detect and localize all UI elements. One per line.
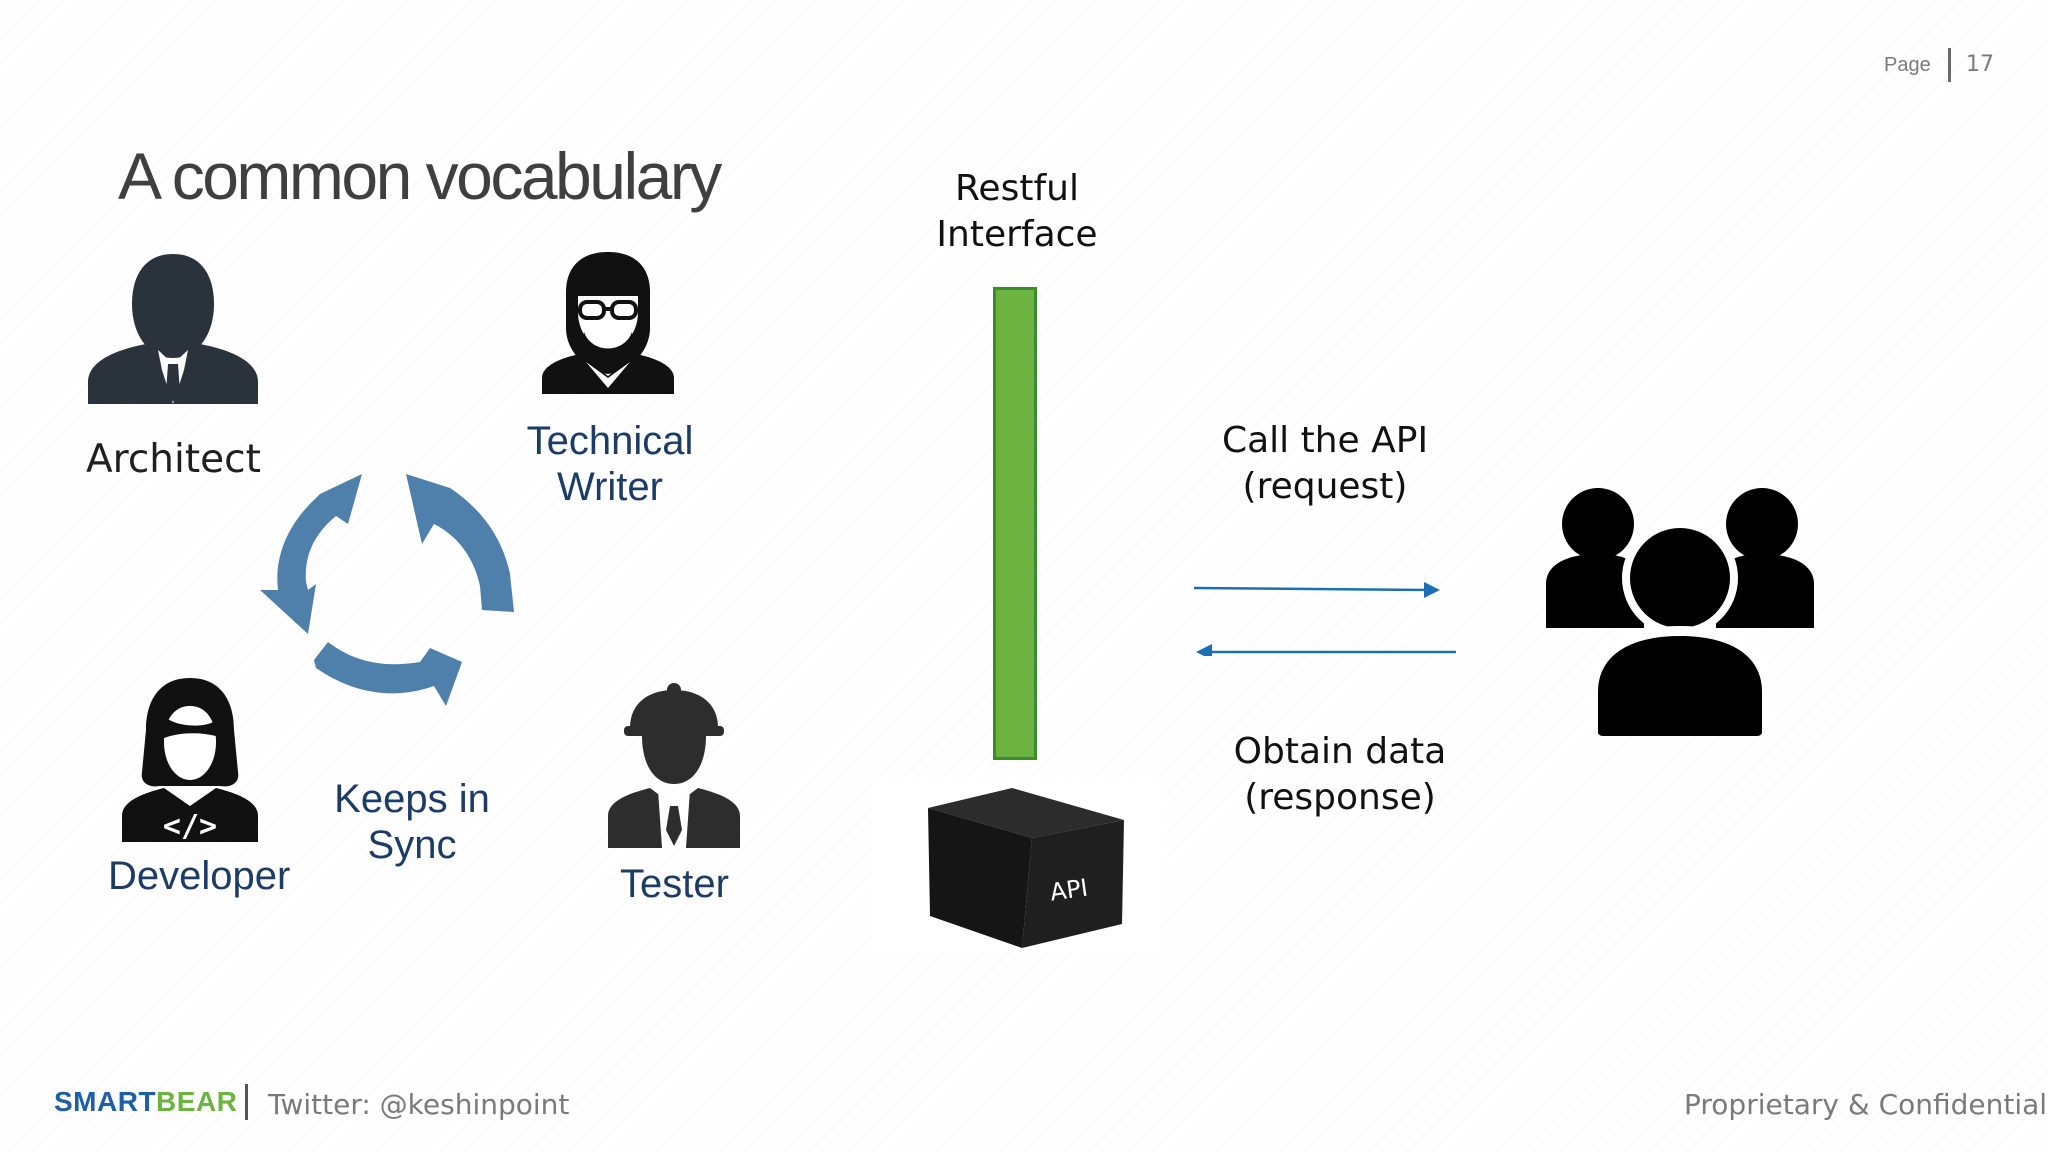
restful-interface-line2: Interface	[936, 214, 1098, 255]
developer-label: Developer	[108, 854, 291, 898]
brand-part1: SMART	[54, 1086, 157, 1117]
call-api-line1: Call the API	[1221, 420, 1429, 461]
restful-interface-line1: Restful	[955, 168, 1079, 209]
architect-icon	[88, 254, 258, 404]
obtain-data-line2: (response)	[1244, 777, 1436, 818]
api-box-icon: API	[872, 780, 1162, 952]
api-box-label: API	[1048, 874, 1089, 907]
tester-label: Tester	[620, 862, 729, 906]
flow-arrows	[1193, 582, 1456, 656]
request-arrow	[1193, 586, 1435, 592]
page-number: 17	[1966, 52, 1994, 77]
call-api-label: Call the API (request)	[1180, 418, 1470, 510]
request-arrow-head-icon	[1424, 582, 1440, 598]
keeps-in-sync-line1: Keeps in	[334, 777, 490, 821]
page-label: Page	[1884, 54, 1931, 76]
obtain-data-label: Obtain data (response)	[1190, 729, 1490, 821]
keeps-in-sync-line2: Sync	[367, 823, 457, 867]
svg-text:</>: </>	[163, 809, 217, 842]
obtain-data-line1: Obtain data	[1233, 731, 1447, 772]
technical-writer-label-line1: Technical	[526, 419, 694, 463]
users-group-icon	[1546, 488, 1814, 736]
restful-interface-bar	[993, 287, 1037, 760]
technical-writer-label: Technical Writer	[520, 418, 700, 510]
technical-writer-label-line2: Writer	[557, 465, 663, 509]
tester-icon	[608, 683, 740, 848]
developer-icon: </>	[122, 678, 258, 842]
call-api-line2: (request)	[1242, 466, 1408, 507]
response-arrow-head-icon	[1196, 644, 1212, 656]
slide-title: A common vocabulary	[118, 139, 722, 213]
architect-label: Architect	[86, 437, 261, 482]
footer-confidential: Proprietary & Confidential	[1684, 1088, 2048, 1121]
keeps-in-sync-label: Keeps in Sync	[322, 776, 502, 868]
cycle-arrows-icon	[260, 474, 514, 706]
smartbear-logo: SMARTBEAR	[54, 1086, 237, 1118]
footer-divider	[245, 1084, 248, 1120]
restful-interface-label: Restful Interface	[900, 166, 1134, 258]
technical-writer-icon	[542, 252, 674, 394]
brand-part2: BEAR	[156, 1086, 238, 1117]
page-divider	[1948, 48, 1951, 82]
footer-twitter: Twitter: @keshinpoint	[268, 1088, 570, 1121]
